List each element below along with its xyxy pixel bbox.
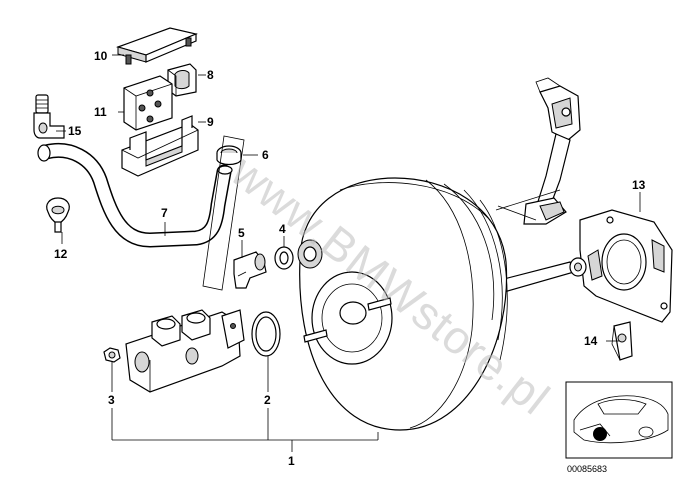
leader-lines bbox=[56, 54, 641, 452]
callout-4: 4 bbox=[279, 222, 286, 236]
callout-14: 14 bbox=[584, 334, 598, 348]
callout-11: 11 bbox=[94, 105, 107, 119]
callout-5: 5 bbox=[238, 226, 245, 240]
callout-8: 8 bbox=[207, 68, 214, 82]
push-rod[interactable] bbox=[499, 257, 587, 293]
part-12-clamp[interactable] bbox=[46, 197, 70, 233]
callout-labels: 10 8 11 9 15 6 7 12 5 4 13 14 3 2 1 bbox=[54, 49, 646, 468]
part-15-connector[interactable] bbox=[33, 94, 65, 139]
callout-10: 10 bbox=[94, 49, 108, 63]
part-3-nut[interactable] bbox=[103, 347, 121, 363]
part-2-o-ring[interactable] bbox=[251, 311, 281, 357]
callout-12: 12 bbox=[54, 247, 68, 261]
part-7-vacuum-hose[interactable] bbox=[37, 143, 233, 248]
callout-3: 3 bbox=[108, 393, 115, 407]
callout-7: 7 bbox=[161, 206, 168, 220]
part-13-gasket[interactable] bbox=[579, 209, 673, 323]
part-6-clamp[interactable] bbox=[216, 145, 242, 166]
part-11-bracket[interactable] bbox=[123, 75, 173, 131]
part-5-elbow-fitting[interactable] bbox=[233, 251, 267, 289]
callout-6: 6 bbox=[262, 148, 269, 162]
bracket-frame bbox=[202, 135, 245, 291]
callout-15: 15 bbox=[68, 124, 82, 138]
part-10-cover[interactable] bbox=[116, 27, 198, 65]
part-4-seal[interactable] bbox=[274, 246, 294, 270]
brake-booster[interactable] bbox=[297, 177, 508, 431]
callout-2: 2 bbox=[264, 393, 271, 407]
car-location-icon bbox=[565, 381, 673, 459]
pedal-assembly[interactable] bbox=[523, 77, 581, 225]
master-cylinder[interactable] bbox=[125, 309, 245, 393]
part-14-clip[interactable] bbox=[611, 321, 633, 361]
reference-number: 00085683 bbox=[567, 464, 607, 474]
callout-13: 13 bbox=[632, 178, 646, 192]
callout-9: 9 bbox=[207, 115, 214, 129]
callout-1: 1 bbox=[288, 454, 295, 468]
part-9-holder[interactable] bbox=[121, 115, 199, 177]
